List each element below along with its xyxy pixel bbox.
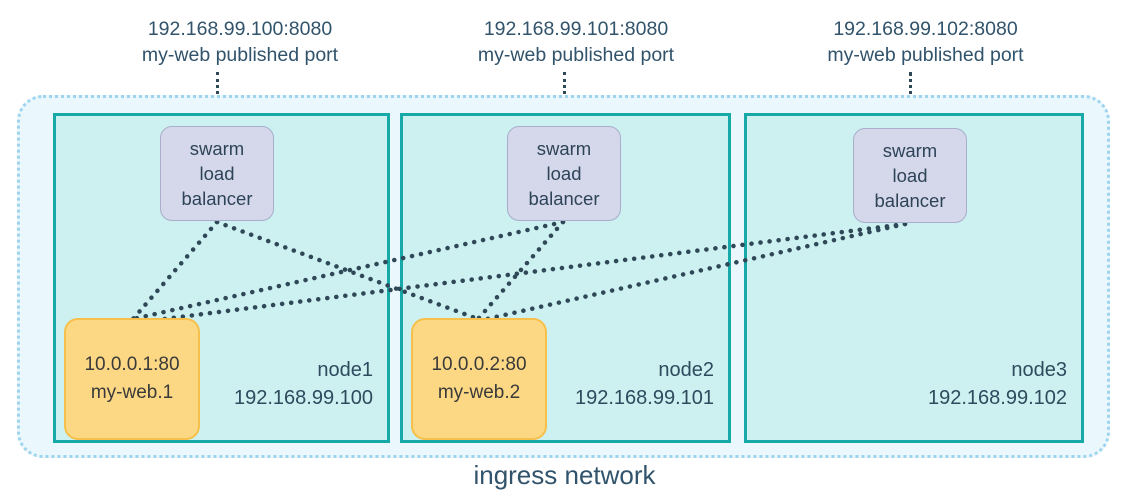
callout-node1: 192.168.99.100:8080 my-web published por…: [130, 16, 350, 68]
task-name: my-web.1: [90, 382, 174, 403]
callout-node3: 192.168.99.102:8080 my-web published por…: [818, 16, 1033, 68]
swarm-load-balancer-node3: swarm load balancer: [853, 128, 967, 223]
callout-description: my-web published port: [141, 44, 339, 66]
callout-description: my-web published port: [827, 44, 1024, 66]
callout-node2: 192.168.99.101:8080 my-web published por…: [472, 16, 680, 68]
lb-label-line3: balancer: [528, 188, 600, 209]
swarm-load-balancer-node2: swarm load balancer: [507, 126, 621, 221]
task-name: my-web.2: [437, 382, 521, 403]
node-caption-node3: node3 192.168.99.102: [928, 356, 1067, 412]
lb-label-line3: balancer: [181, 188, 253, 209]
node-ip: 192.168.99.100: [233, 387, 373, 409]
node-name: node1: [317, 359, 373, 381]
lb-label-line2: load: [546, 163, 582, 184]
lb-label-line1: swarm: [882, 140, 938, 161]
lb-label-line1: swarm: [536, 138, 592, 159]
node-caption-node1: node1 192.168.99.100: [234, 356, 373, 412]
lb-label-line3: balancer: [874, 190, 946, 211]
task-address: 10.0.0.2:80: [431, 354, 527, 375]
ingress-network-label: ingress network: [473, 460, 656, 490]
task-container-my-web-2: 10.0.0.2:80 my-web.2: [411, 318, 547, 440]
node-name: node2: [658, 359, 714, 381]
task-address: 10.0.0.1:80: [84, 354, 180, 375]
node-name: node3: [1011, 359, 1067, 381]
node-caption-node2: node2 192.168.99.101: [575, 356, 714, 412]
node-ip: 192.168.99.102: [927, 387, 1067, 409]
task-container-my-web-1: 10.0.0.1:80 my-web.1: [64, 318, 200, 440]
lb-label-line1: swarm: [189, 138, 245, 159]
callout-address: 192.168.99.101:8080: [483, 18, 669, 40]
lb-label-line2: load: [892, 165, 928, 186]
callout-address: 192.168.99.100:8080: [147, 18, 333, 40]
node-ip: 192.168.99.101: [574, 387, 714, 409]
lb-label-line2: load: [199, 163, 235, 184]
callout-description: my-web published port: [477, 44, 675, 66]
callout-address: 192.168.99.102:8080: [833, 18, 1018, 40]
swarm-load-balancer-node1: swarm load balancer: [160, 126, 274, 221]
